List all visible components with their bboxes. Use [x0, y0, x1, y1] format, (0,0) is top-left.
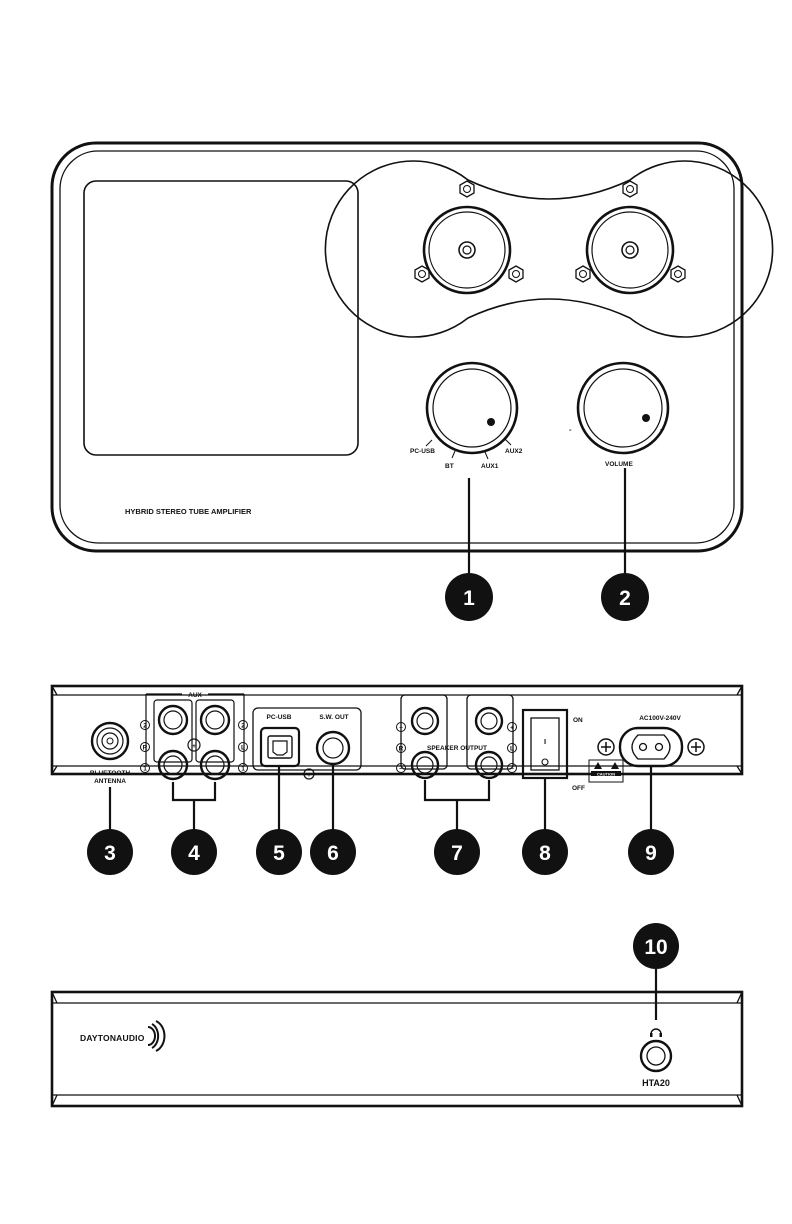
- left-tube-socket: [415, 181, 523, 293]
- hex-nut-icon: [460, 181, 474, 197]
- svg-text:4: 4: [188, 842, 200, 865]
- aux-mark-l1: 1: [241, 766, 245, 773]
- callout-1: 1: [445, 573, 493, 621]
- knob-indicator-dot: [487, 418, 495, 426]
- hex-nut-icon: [415, 266, 429, 282]
- speaker-mark-l: L: [510, 746, 514, 753]
- bluetooth-antenna-connector[interactable]: [92, 723, 128, 759]
- ac-power-inlet[interactable]: [620, 728, 682, 766]
- svg-text:2: 2: [619, 587, 631, 610]
- svg-text:7: 7: [451, 842, 463, 865]
- volume-knob[interactable]: [578, 363, 668, 453]
- brand-logo-text: DAYTONAUDIO: [80, 1033, 145, 1043]
- aux-mark-l2: 2: [241, 723, 245, 730]
- callout-leader-line: [173, 782, 215, 830]
- front-panel-outer-frame: [52, 143, 742, 551]
- callout-6: 6: [310, 829, 356, 875]
- callout-9: 9: [628, 829, 674, 875]
- volume-minus-label: -: [569, 425, 572, 434]
- caution-text: CAUTION: [597, 772, 615, 777]
- sw-out-label: S.W. OUT: [319, 714, 348, 721]
- svg-text:9: 9: [645, 842, 657, 865]
- speaker-terminal-r-plus[interactable]: [412, 708, 438, 734]
- callout-3: 3: [87, 829, 133, 875]
- side-panel-frame: [52, 992, 742, 1106]
- sw-out-jack[interactable]: [317, 732, 349, 764]
- speaker-terminal-l-plus[interactable]: [476, 708, 502, 734]
- power-switch-mark: I: [544, 737, 546, 746]
- input-selector-knob[interactable]: [427, 363, 517, 453]
- input-label-bt: BT: [445, 463, 454, 470]
- volume-label: VOLUME: [605, 461, 633, 468]
- bluetooth-antenna-label-line1: BLUETOOTH: [90, 770, 131, 777]
- speaker-mark-l-plus: +: [510, 725, 514, 732]
- bluetooth-antenna-label-line2: ANTENNA: [94, 778, 126, 785]
- speaker-mark-r: R: [399, 746, 404, 753]
- model-label: HTA20: [642, 1078, 670, 1088]
- right-tube-socket: [576, 181, 685, 293]
- sw-ground-mark: +: [307, 772, 311, 779]
- hex-nut-icon: [623, 181, 637, 197]
- hex-nut-icon: [671, 266, 685, 282]
- ac-voltage-label: AC100V-240V: [639, 715, 681, 722]
- callout-7: 7: [434, 829, 480, 875]
- aux-mark-r: R: [143, 745, 148, 752]
- svg-text:8: 8: [539, 842, 551, 865]
- svg-text:6: 6: [327, 842, 339, 865]
- ac-ground-screw-icon: [688, 739, 704, 755]
- hex-nut-icon: [576, 266, 590, 282]
- aux-mark-r2: 2: [143, 723, 147, 730]
- tube-socket-plate: [325, 161, 772, 337]
- input-label-aux1: AUX1: [481, 463, 499, 470]
- svg-text:1: 1: [463, 587, 475, 610]
- aux-ground-mark: +: [192, 743, 196, 750]
- callout-5: 5: [256, 829, 302, 875]
- aux-jack-l2[interactable]: [201, 706, 229, 734]
- callout-4: 4: [171, 829, 217, 875]
- speaker-mark-l-minus: −: [510, 766, 514, 773]
- front-panel: PC-USB BT AUX1 AUX2 - + VOLUME HYBRID ST…: [52, 143, 773, 551]
- knob-indicator-dot: [642, 414, 650, 422]
- front-panel-title: HYBRID STEREO TUBE AMPLIFIER: [125, 507, 252, 516]
- input-label-aux2: AUX2: [505, 448, 523, 455]
- input-label-pc-usb: PC-USB: [410, 448, 435, 455]
- aux-mark-r1: 1: [143, 766, 147, 773]
- speaker-output-label: SPEAKER OUTPUT: [427, 745, 487, 752]
- speaker-mark-r-plus: +: [399, 725, 403, 732]
- pc-usb-port[interactable]: [261, 728, 299, 766]
- svg-text:3: 3: [104, 842, 116, 865]
- ac-ground-screw-icon: [598, 739, 614, 755]
- aux-mark-l: L: [241, 745, 245, 752]
- hex-nut-icon: [509, 266, 523, 282]
- aux-label: AUX: [188, 692, 202, 699]
- side-panel: DAYTONAUDIO HTA20: [52, 992, 742, 1106]
- volume-plus-label: +: [660, 425, 665, 434]
- brand-logo-waves-icon: [148, 1021, 164, 1051]
- power-on-label: ON: [573, 717, 583, 724]
- display-window: [84, 181, 358, 455]
- rear-panel: BLUETOOTH ANTENNA AUX + 2 R 1 2: [52, 686, 742, 792]
- front-panel-inner-frame: [60, 151, 734, 543]
- svg-text:10: 10: [644, 936, 667, 959]
- headphone-icon: [650, 1029, 662, 1037]
- callout-leader-line: [425, 780, 489, 830]
- callout-10: 10: [633, 923, 679, 969]
- aux-bracket: [146, 694, 244, 766]
- headphone-jack[interactable]: [641, 1041, 671, 1071]
- callout-8: 8: [522, 829, 568, 875]
- svg-text:5: 5: [273, 842, 285, 865]
- aux-jack-r2[interactable]: [159, 706, 187, 734]
- pc-usb-label: PC-USB: [267, 714, 292, 721]
- power-off-label: OFF: [572, 785, 585, 792]
- callout-2: 2: [601, 573, 649, 621]
- speaker-mark-r-minus: −: [399, 766, 403, 773]
